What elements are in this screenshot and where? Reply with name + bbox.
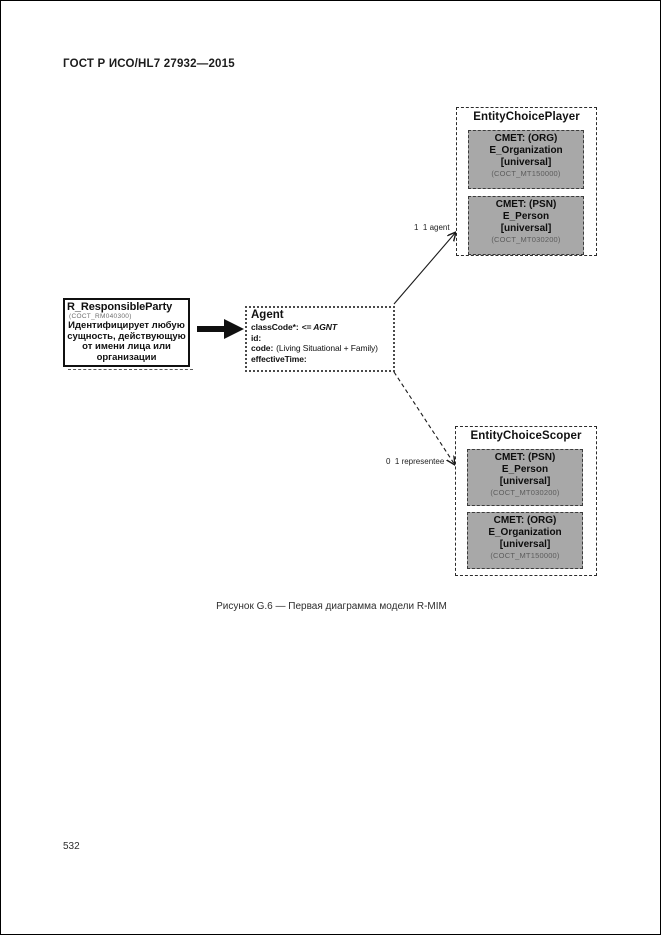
cmet-variant: [universal] [499, 476, 551, 487]
association-label-agent: 1 1 agent [414, 223, 450, 232]
association-line-agent [393, 232, 456, 305]
association-line-representee [393, 371, 455, 465]
cmet-e-organization-scoper: CMET: (ORG) E_Organization [universal] (… [467, 512, 583, 569]
cmet-artifact-id: (COCT_MT150000) [490, 551, 560, 560]
responsible-party-shadow [68, 369, 193, 370]
agent-title: Agent [251, 309, 284, 321]
entity-choice-player-title: EntityChoicePlayer [473, 111, 580, 123]
responsible-party-box: R_ResponsibleParty (COCT_RM040300) Идент… [63, 298, 190, 367]
cmet-variant: [universal] [500, 157, 552, 168]
entity-choice-player-box: EntityChoicePlayer CMET: (ORG) E_Organiz… [456, 107, 597, 256]
cmet-e-person-player: CMET: (PSN) E_Person [universal] (COCT_M… [468, 196, 584, 255]
cmet-artifact-id: (COCT_MT030200) [491, 235, 561, 244]
cmet-e-person-scoper: CMET: (PSN) E_Person [universal] (COCT_M… [467, 449, 583, 506]
cmet-artifact-id: (COCT_MT030200) [490, 488, 560, 497]
cmet-type: CMET: (PSN) [495, 199, 557, 210]
agent-attr-id: id: [251, 332, 262, 343]
entity-choice-scoper-box: EntityChoiceScoper CMET: (PSN) E_Person … [455, 426, 597, 576]
association-label-representee: 0 1 representee [386, 457, 445, 466]
cmet-variant: [universal] [499, 539, 551, 550]
cmet-name: E_Person [501, 464, 549, 475]
cmet-name: E_Organization [489, 145, 563, 156]
entity-choice-scoper-title: EntityChoiceScoper [470, 430, 582, 442]
cmet-reference-arrow [197, 319, 244, 339]
agent-class-box: Agent classCode*:<= AGNT id: code:(Livin… [245, 306, 395, 372]
cmet-artifact-id: (COCT_MT150000) [491, 169, 561, 178]
cmet-name: E_Person [502, 211, 550, 222]
page-number: 532 [63, 841, 80, 852]
figure-caption: Рисунок G.6 — Первая диаграмма модели R-… [216, 601, 447, 612]
agent-attr-code: code:(Living Situational + Family) [251, 343, 378, 353]
agent-attr-classcode: classCode*:<= AGNT [251, 322, 337, 332]
cmet-name: E_Organization [488, 527, 562, 538]
responsible-party-title: R_ResponsibleParty [67, 301, 173, 313]
cmet-type: CMET: (PSN) [494, 452, 556, 463]
cmet-e-organization-player: CMET: (ORG) E_Organization [universal] (… [468, 130, 584, 189]
agent-attr-effectivetime: effectiveTime: [251, 353, 307, 364]
responsible-party-description: Идентифицирует любую сущность, действующ… [67, 320, 186, 363]
cmet-type: CMET: (ORG) [493, 515, 557, 526]
cmet-variant: [universal] [500, 223, 552, 234]
document-header: ГОСТ Р ИСО/HL7 27932—2015 [63, 58, 235, 70]
responsible-party-artifact-id: (COCT_RM040300) [69, 313, 132, 320]
cmet-type: CMET: (ORG) [494, 133, 558, 144]
